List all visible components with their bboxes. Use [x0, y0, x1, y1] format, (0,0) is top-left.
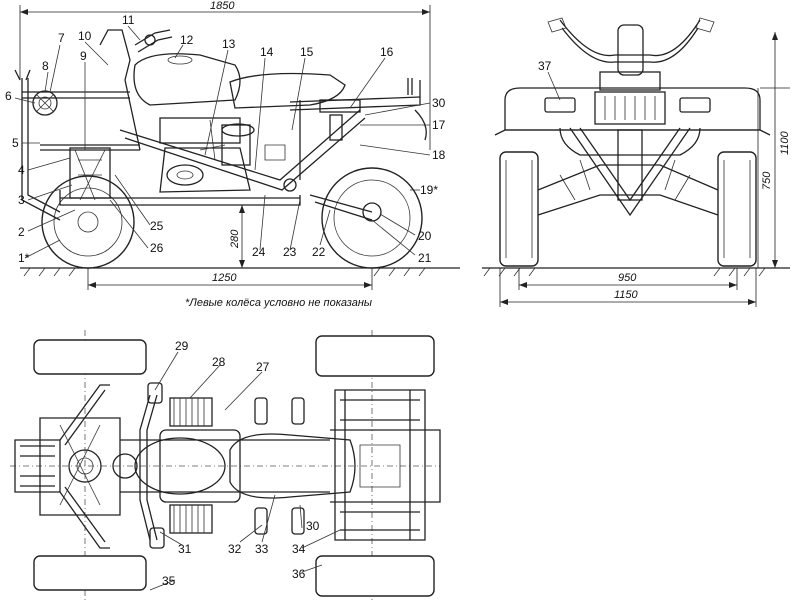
- side-front-wheel: [41, 175, 135, 269]
- label-18: 18: [432, 148, 446, 162]
- label-32: 32: [228, 542, 242, 556]
- label-33: 33: [255, 542, 269, 556]
- note-left-wheels: *Левые колёса условно не показаны: [185, 297, 372, 309]
- label-35: 35: [162, 574, 176, 588]
- label-22: 22: [312, 245, 326, 259]
- top-wheel-rear-left: [315, 335, 435, 377]
- label-11: 11: [122, 13, 135, 27]
- label-26: 26: [150, 241, 164, 255]
- label-2: 2: [18, 225, 25, 239]
- front-view: 1100 750 950 1150 37: [482, 17, 791, 307]
- dim-height: 1100: [779, 130, 791, 155]
- label-20: 20: [418, 229, 432, 243]
- side-steering: [99, 29, 173, 151]
- label-3: 3: [18, 193, 25, 207]
- side-front-rack: [14, 69, 130, 221]
- label-27: 27: [256, 360, 270, 374]
- label-5: 5: [12, 136, 19, 150]
- label-28: 28: [212, 355, 226, 369]
- label-12: 12: [180, 33, 194, 47]
- label-6: 6: [5, 89, 12, 103]
- label-36: 36: [292, 567, 306, 581]
- side-fuel-tank: [133, 53, 241, 106]
- label-24: 24: [252, 245, 266, 259]
- side-leaders: [14, 25, 431, 259]
- label-1: 1*: [18, 251, 30, 265]
- dim-track: 950: [618, 272, 637, 284]
- label-16: 16: [380, 45, 394, 59]
- side-frame: [59, 78, 427, 221]
- label-34: 34: [292, 542, 306, 556]
- top-leaders: [149, 351, 341, 591]
- top-engine: [112, 397, 241, 534]
- label-23: 23: [283, 245, 297, 259]
- top-wheel-front-left: [33, 339, 147, 375]
- label-9: 9: [80, 49, 87, 63]
- top-wheel-rear-right: [315, 555, 435, 597]
- side-engine: [159, 117, 255, 193]
- label-17: 17: [432, 118, 446, 132]
- side-front-suspension: [40, 144, 140, 201]
- dim-height-750: 750: [761, 171, 773, 190]
- dim-wheelbase: 1250: [212, 272, 237, 284]
- dim-overall-length: 1850: [210, 0, 235, 12]
- label-8: 8: [42, 59, 49, 73]
- side-seat: [229, 72, 346, 109]
- side-view: 1850: [5, 0, 460, 309]
- side-rear-wheel: [321, 167, 423, 269]
- top-seat: [229, 433, 356, 499]
- top-wheel-front-right: [33, 555, 147, 591]
- label-19: 19*: [420, 183, 438, 197]
- label-29: 29: [175, 339, 189, 353]
- label-30-top: 30: [306, 519, 320, 533]
- label-10: 10: [78, 29, 92, 43]
- headlight-right: [679, 97, 711, 113]
- label-4: 4: [18, 163, 25, 177]
- label-13: 13: [222, 37, 236, 51]
- label-30-side: 30: [432, 96, 446, 110]
- top-fuel-tank: [134, 437, 226, 495]
- label-14: 14: [260, 45, 274, 59]
- label-31: 31: [178, 542, 192, 556]
- headlight-left: [544, 97, 576, 113]
- label-21: 21: [418, 251, 432, 265]
- label-25: 25: [150, 219, 164, 233]
- top-view: 29 28 27 30 31 32 33 34 35 36: [10, 330, 441, 600]
- label-7: 7: [58, 31, 65, 45]
- label-37: 37: [538, 59, 552, 73]
- dim-ground-clearance: 280: [229, 229, 241, 249]
- front-wheel-left: [499, 151, 539, 267]
- front-wheel-right: [717, 151, 757, 267]
- label-15: 15: [300, 45, 314, 59]
- dim-width: 1150: [614, 289, 639, 301]
